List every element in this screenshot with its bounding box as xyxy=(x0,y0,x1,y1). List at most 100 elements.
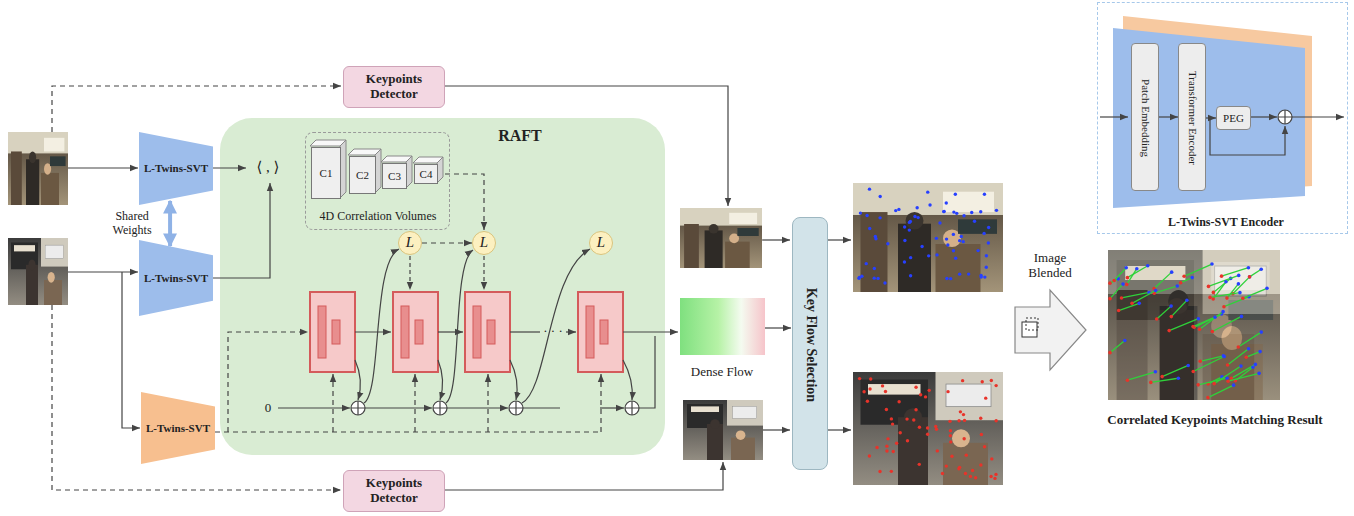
keypoint-dots xyxy=(979,275,982,278)
gru-block xyxy=(586,306,594,358)
match-lines xyxy=(1200,312,1223,330)
match-lines xyxy=(1232,383,1236,387)
node-text: L-Twins-SVT xyxy=(144,162,208,175)
photo xyxy=(853,372,1003,485)
node-text: RAFT xyxy=(498,127,542,145)
wire xyxy=(228,332,308,432)
match-lines xyxy=(1222,354,1226,358)
keypoint-dots xyxy=(868,227,871,230)
match-lines xyxy=(1247,266,1251,270)
wire xyxy=(510,360,517,400)
match-lines xyxy=(1237,274,1241,278)
gru-block xyxy=(600,320,608,344)
result-image: Correlated Keypoints Matching Result xyxy=(1085,250,1345,430)
match-lines xyxy=(1154,286,1177,293)
wire xyxy=(487,374,488,432)
wire xyxy=(1292,116,1344,117)
wire xyxy=(445,86,728,206)
keypoint-dots xyxy=(941,472,944,475)
keypoint-dots xyxy=(980,433,983,436)
keypoint-dots xyxy=(945,277,948,280)
keypoint-dots xyxy=(949,429,952,432)
match-lines xyxy=(1196,383,1200,387)
node-text: L xyxy=(480,234,488,251)
connector xyxy=(168,201,172,246)
keypoint-dots xyxy=(865,214,868,217)
node-text: C4 xyxy=(420,168,433,181)
wire xyxy=(623,360,632,400)
keypoint-dots xyxy=(973,220,976,223)
keypoint-dots xyxy=(981,380,984,383)
keypoint-dots xyxy=(959,410,962,413)
match-lines xyxy=(1259,267,1263,271)
keypoint-dots xyxy=(954,257,957,260)
match-lines xyxy=(1108,281,1112,285)
keypoint-dots xyxy=(868,454,871,457)
keypoint-dots xyxy=(859,211,862,214)
keypoint-dots xyxy=(906,439,909,442)
keypoint-dots xyxy=(965,453,968,456)
volume-cube: C3 xyxy=(382,163,407,189)
keypoint-dots xyxy=(942,210,945,213)
volume-cube: C4 xyxy=(414,164,438,184)
gru-block xyxy=(310,292,355,372)
match-lines xyxy=(1221,310,1225,314)
annotation-label: Image Blended xyxy=(1020,251,1080,281)
keypoint-dots xyxy=(862,390,865,393)
keypoint-dots xyxy=(958,239,961,242)
keypoint-dots xyxy=(983,445,986,448)
match-lines xyxy=(1177,376,1181,380)
keypoint-dots xyxy=(909,220,912,223)
wire xyxy=(68,167,138,168)
match-lines xyxy=(1224,297,1249,307)
keypoint-dots xyxy=(885,444,888,447)
loss-circle: L xyxy=(472,231,496,255)
wire xyxy=(213,167,246,168)
wire xyxy=(1278,110,1292,124)
match-lines xyxy=(1208,296,1212,300)
encoder-trapezoid: L-Twins-SVT xyxy=(139,132,213,205)
match-lines xyxy=(1186,364,1190,368)
wire xyxy=(639,336,655,408)
node-text: L xyxy=(597,234,605,251)
keypoint-dots xyxy=(989,475,992,478)
match-lines xyxy=(1240,315,1244,319)
match-lines xyxy=(1182,275,1186,279)
wire xyxy=(355,331,391,332)
keypoint-dots xyxy=(919,393,922,396)
match-lines xyxy=(1149,381,1153,385)
loss-circle: L xyxy=(398,231,422,255)
wire xyxy=(52,86,851,490)
keypoint-dots xyxy=(915,206,918,209)
keypoint-dots xyxy=(990,457,993,460)
keypoint-dots xyxy=(886,437,889,440)
match-lines xyxy=(1190,276,1194,280)
gru-block xyxy=(473,306,481,358)
wire xyxy=(278,407,350,408)
add-symbol xyxy=(625,401,639,415)
match-lines xyxy=(1207,285,1211,289)
match-lines xyxy=(1170,315,1174,319)
match-lines xyxy=(1193,356,1224,371)
match-lines xyxy=(1220,274,1224,278)
wire xyxy=(1278,110,1292,124)
keypoint-dots xyxy=(868,387,871,390)
keypoint-dots xyxy=(891,422,894,425)
detector-box: Keypoints Detector xyxy=(343,470,445,512)
match-lines xyxy=(1135,267,1139,271)
match-lines xyxy=(1211,297,1215,301)
keypoint-dots xyxy=(914,408,917,411)
keypoint-dots xyxy=(962,214,965,217)
node-text: L-Twins-SVT Encoder xyxy=(1168,216,1284,230)
match-lines xyxy=(1160,375,1164,379)
keypoint-dots xyxy=(961,379,964,382)
match-lines xyxy=(1137,302,1141,306)
keypoint-dots xyxy=(908,228,911,231)
node-text: Correlated Keypoints Matching Result xyxy=(1107,413,1322,428)
blend-arrow xyxy=(1015,290,1086,370)
match-lines xyxy=(1123,339,1127,343)
gru-block xyxy=(393,292,438,372)
keypoint-dots xyxy=(927,254,930,257)
keypoint-dots xyxy=(979,463,982,466)
keypoint-dots xyxy=(971,469,974,472)
